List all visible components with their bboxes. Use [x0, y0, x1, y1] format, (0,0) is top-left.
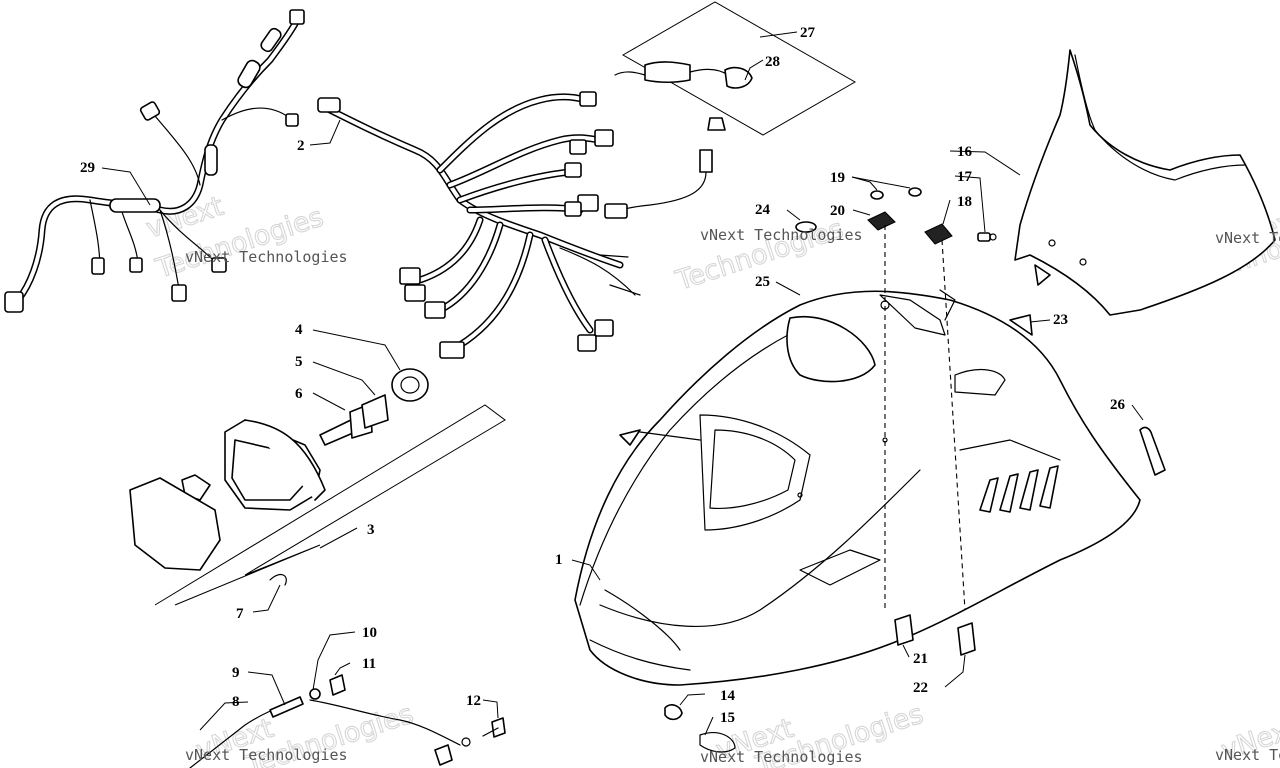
watermark-text: vNext Technologies — [1215, 229, 1280, 247]
callout-3: 3 — [367, 522, 375, 538]
headlight-assembly-3 — [129, 368, 506, 606]
callout-15: 15 — [720, 710, 735, 726]
callout-2: 2 — [297, 138, 305, 154]
callout-26: 26 — [1110, 397, 1126, 413]
callout-6: 6 — [295, 386, 303, 402]
callout-5: 5 — [295, 354, 303, 370]
hardware-group — [619, 187, 1166, 753]
callout-7: 7 — [236, 606, 244, 622]
watermark-text: vNext Technologies — [700, 226, 863, 244]
watermark-text: vNext Technologies — [185, 248, 348, 266]
callout-12: 12 — [466, 693, 481, 709]
watermark-text: vNext Technologies — [700, 748, 863, 766]
main-harness-2 — [317, 91, 641, 359]
callout-25: 25 — [755, 274, 770, 290]
switch-assembly-27 — [604, 1, 857, 219]
callout-9: 9 — [232, 665, 240, 681]
callout-23: 23 — [1053, 312, 1068, 328]
windshield-16 — [1014, 49, 1276, 316]
hood-1 — [574, 289, 1141, 686]
wiring-harness-29 — [4, 9, 305, 313]
callout-18: 18 — [957, 194, 972, 210]
throttle-cable-group — [189, 674, 506, 768]
callout-19: 19 — [830, 170, 845, 186]
callout-11: 11 — [362, 656, 376, 672]
callout-labels: 1 2 3 4 5 6 7 8 9 10 11 12 14 15 16 17 1… — [80, 25, 1126, 726]
callout-1: 1 — [555, 552, 563, 568]
watermark-text-group: vNext Technologies vNext Technologies vN… — [185, 226, 1280, 766]
callout-21: 21 — [913, 651, 928, 667]
callout-24: 24 — [755, 202, 771, 218]
callout-8: 8 — [232, 694, 240, 710]
callout-10: 10 — [362, 625, 377, 641]
callout-14: 14 — [720, 688, 736, 704]
leader-lines — [101, 31, 1144, 736]
watermark-text: vNext Technologies — [1215, 746, 1280, 764]
callout-22: 22 — [913, 680, 928, 696]
callout-28: 28 — [765, 54, 780, 70]
callout-16: 16 — [957, 144, 973, 160]
callout-4: 4 — [295, 322, 303, 338]
callout-29: 29 — [80, 160, 95, 176]
callout-27: 27 — [800, 25, 816, 41]
callout-20: 20 — [830, 203, 845, 219]
callout-17: 17 — [957, 169, 973, 185]
watermark-text: vNext Technologies — [185, 746, 348, 764]
